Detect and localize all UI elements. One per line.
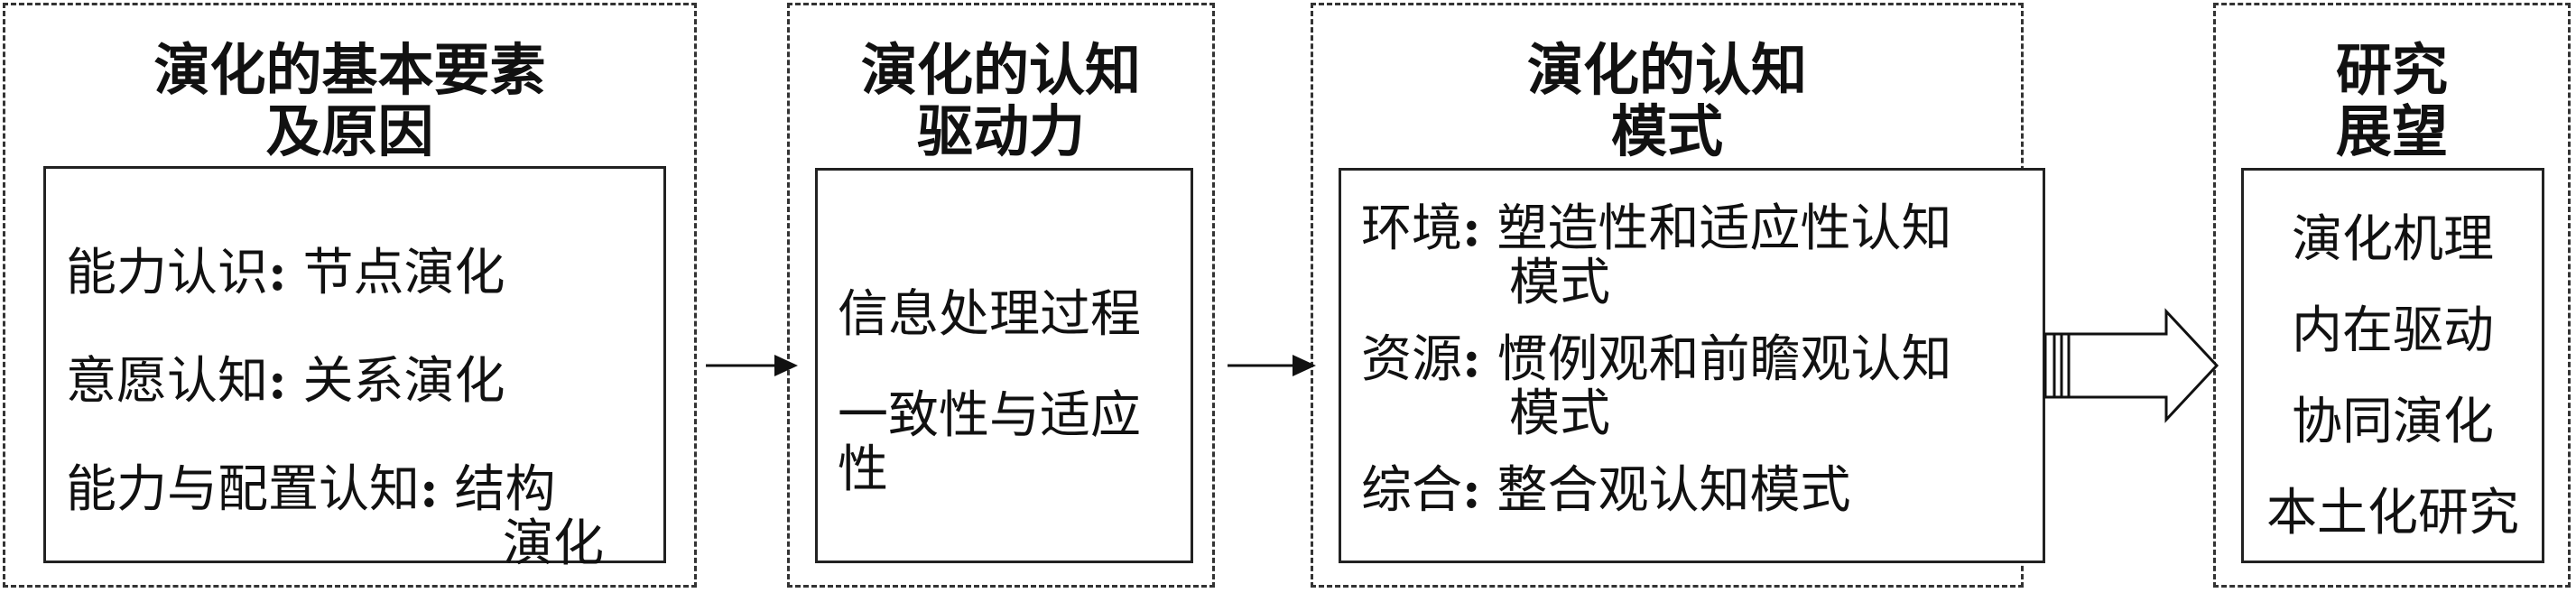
list-item: 本土化研究 (2266, 484, 2519, 542)
list-item: 环境: 塑造性和适应性认知 模式 (1361, 199, 1952, 312)
panel-content-box: 环境: 塑造性和适应性认知 模式 资源: 惯例观和前瞻观认知 模式 综合: 整合… (1339, 168, 2045, 563)
arrow-1 (706, 355, 798, 376)
list-item: 能力认识: 节点演化 (66, 243, 505, 302)
panel-title: 研究 展望 (2216, 40, 2568, 162)
list-item: 演化机理 (2292, 210, 2494, 269)
panel-title-line-2: 模式 (1610, 98, 1723, 164)
panel-title: 演化的认知 驱动力 (790, 40, 1212, 162)
arrow-2 (1228, 355, 1316, 376)
list-item: 意愿认知: 关系演化 (66, 351, 505, 411)
panel-title-line-2: 驱动力 (916, 98, 1085, 164)
panel-title: 演化的基本要素 及原因 (5, 40, 694, 162)
list-item: 资源: 惯例观和前瞻观认知 模式 (1361, 329, 1952, 443)
panel-title-line-1: 研究 (2335, 37, 2448, 103)
panel-research-outlook: 研究 展望 演化机理 内在驱动 协同演化 本土化研究 (2213, 3, 2571, 588)
panel-title-line-1: 演化的基本要素 (153, 37, 546, 103)
panel-title-line-2: 展望 (2335, 98, 2448, 164)
list-item: 一致性与适应 (838, 386, 1141, 445)
panel-cognitive-patterns: 演化的认知 模式 环境: 塑造性和适应性认知 模式 资源: 惯例观和前瞻观认知 … (1311, 3, 2045, 588)
panel-title-line-1: 演化的认知 (860, 37, 1141, 103)
panel-title: 演化的认知 模式 (1313, 40, 2021, 162)
list-item: 协同演化 (2292, 393, 2494, 451)
panel-evolution-elements: 演化的基本要素 及原因 能力认识: 节点演化 意愿认知: 关系演化 能力与配置认… (3, 3, 697, 588)
panel-content-box: 演化机理 内在驱动 协同演化 本土化研究 (2241, 168, 2544, 563)
panel-content-box: 信息处理过程 一致性与适应 性 (815, 168, 1193, 563)
list-item: 内在驱动 (2292, 301, 2494, 360)
list-item: 综合: 整合观认知模式 (1361, 460, 1851, 520)
panel-title-line-2: 及原因 (265, 98, 434, 164)
panel-title-line-1: 演化的认知 (1526, 37, 1807, 103)
list-item: 信息处理过程 (838, 285, 1141, 344)
panel-cognitive-drivers: 演化的认知 驱动力 信息处理过程 一致性与适应 性 (787, 3, 1215, 588)
list-item: 性 (838, 440, 888, 499)
panel-content-box: 能力认识: 节点演化 意愿认知: 关系演化 能力与配置认知: 结构 演化 (43, 166, 666, 571)
block-arrow (2043, 308, 2219, 423)
list-item: 能力与配置认知: 结构 演化 (66, 459, 604, 573)
